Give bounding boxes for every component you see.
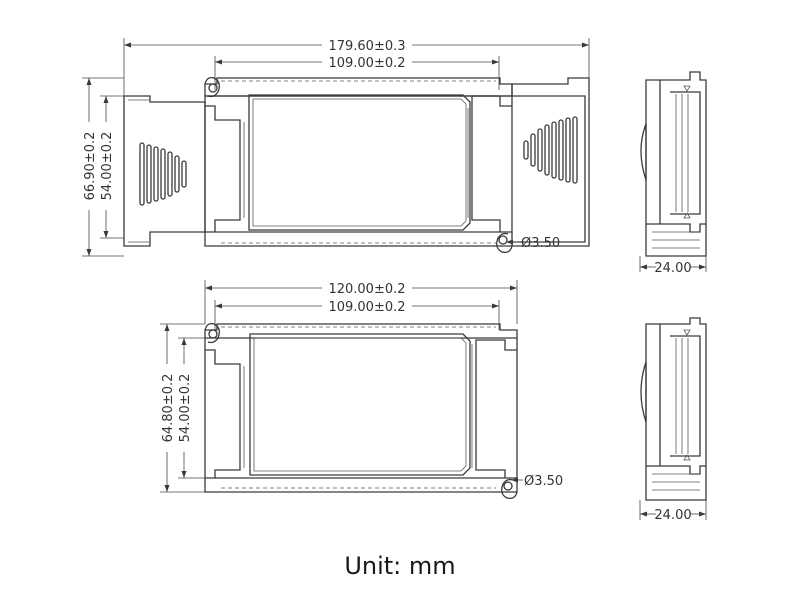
- top-side-height-label: 24.00: [654, 261, 691, 276]
- top-overall-width-dimension: 66.90±0.2: [82, 77, 124, 257]
- unit-caption: Unit: mm: [344, 552, 455, 580]
- top-mounting-hook-left: [204, 76, 220, 98]
- top-main-body: [204, 77, 513, 247]
- top-hole-pitch-label: 109.00±0.2: [328, 56, 405, 71]
- bottom-main-body: [204, 323, 518, 493]
- top-right-end-cap: [511, 77, 590, 247]
- top-side-height-dimension: 24.00: [639, 256, 707, 276]
- bottom-view-drawing: 120.00±0.2 109.00±0.2 64.80±0.2: [160, 280, 563, 500]
- bottom-body-width-dimension: 54.00±0.2: [178, 337, 205, 479]
- bottom-hole-diameter-label: Ø3.50: [524, 474, 563, 489]
- bottom-side-view-drawing: 24.00: [639, 317, 707, 523]
- top-hole-diameter-callout: Ø3.50: [506, 236, 560, 251]
- top-view-drawing: 179.60±0.3 109.00±0.2 66.90±0.2: [82, 38, 590, 257]
- right-vent-grille: [523, 116, 578, 184]
- bottom-mounting-hook-right: [501, 478, 518, 500]
- bottom-hole-diameter-callout: Ø3.50: [511, 474, 563, 489]
- bottom-overall-width-dimension: 64.80±0.2: [160, 323, 205, 493]
- top-overall-length-label: 179.60±0.3: [328, 39, 405, 54]
- top-body-width-dimension: 54.00±0.2: [100, 95, 124, 239]
- bottom-overall-length-dimension: 120.00±0.2: [204, 280, 518, 324]
- bottom-overall-width-label: 64.80±0.2: [161, 374, 176, 443]
- bottom-hole-pitch-label: 109.00±0.2: [328, 300, 405, 315]
- bottom-side-height-label: 24.00: [654, 508, 691, 523]
- bottom-body-width-label: 54.00±0.2: [178, 374, 193, 443]
- top-left-end-cap: [123, 95, 206, 247]
- top-mounting-hook-right: [496, 232, 513, 254]
- top-hole-diameter-label: Ø3.50: [521, 236, 560, 251]
- top-overall-length-dimension: 179.60±0.3: [123, 38, 590, 96]
- bottom-hole-pitch-dimension: 109.00±0.2: [214, 300, 500, 330]
- bottom-overall-length-label: 120.00±0.2: [328, 282, 405, 297]
- top-overall-width-label: 66.90±0.2: [83, 132, 98, 201]
- top-hole-pitch-dimension: 109.00±0.2: [214, 56, 500, 90]
- bottom-mounting-hook-left: [204, 322, 220, 344]
- bottom-side-height-dimension: 24.00: [639, 500, 707, 523]
- left-vent-grille: [139, 142, 187, 206]
- top-side-view-drawing: 24.00: [639, 71, 707, 276]
- top-body-width-label: 54.00±0.2: [100, 132, 115, 201]
